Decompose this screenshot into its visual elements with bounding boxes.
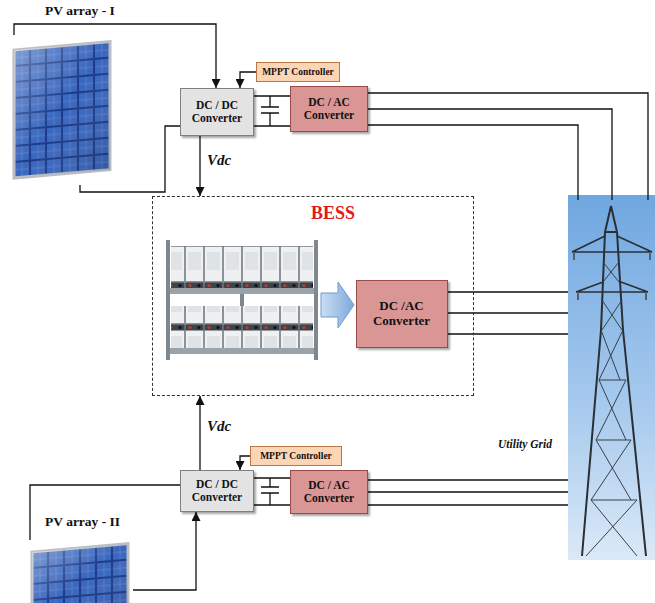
solar-panel (14, 42, 110, 178)
voltage-label: Vdc (207, 152, 231, 169)
solar-panel (32, 544, 128, 603)
wire-connector (254, 504, 290, 505)
wire-connector (368, 93, 648, 200)
wire-connector (448, 312, 569, 313)
wire-connector (199, 396, 200, 470)
wire-connector (30, 485, 180, 540)
node-label: PV array - I (45, 3, 115, 19)
wire-connector (240, 72, 256, 88)
node-label: DC / DC Converter (185, 478, 249, 504)
wire-connector (448, 291, 569, 292)
utility-grid: Utility Grid (568, 200, 652, 560)
wire-connector (368, 125, 578, 200)
wire-connector (254, 477, 290, 478)
converter-box: DC / AC Converter (290, 470, 368, 514)
wire-connector (448, 333, 569, 334)
wire-connector (14, 24, 216, 88)
capacitor-symbol (261, 96, 279, 126)
capacitor-symbol (261, 478, 279, 505)
node-label: PV array - II (45, 514, 120, 530)
node-label: DC / AC Converter (295, 96, 363, 122)
controller-box: MPPT Controller (250, 446, 342, 466)
wire-connector (368, 504, 568, 505)
controller-box: MPPT Controller (256, 62, 340, 82)
wire-connector (199, 136, 200, 196)
voltage-label: Vdc (207, 418, 231, 435)
converter-box: DC / DC Converter (180, 470, 254, 512)
pv-array: PV array - I (5, 35, 117, 185)
wire-connector (254, 125, 290, 126)
node-label: DC /AC Converter (361, 299, 443, 329)
node-label: DC / DC Converter (185, 99, 249, 125)
node-label: MPPT Controller (260, 451, 332, 462)
node-label: Utility Grid (498, 438, 552, 451)
converter-box: DC / AC Converter (290, 86, 368, 132)
wire-connector (80, 126, 180, 192)
converter-box: DC / DC Converter (180, 88, 254, 136)
wire-connector (368, 491, 568, 492)
transmission-tower (568, 195, 655, 560)
battery-rack (166, 240, 318, 360)
wire-connector (240, 456, 250, 470)
wire-connector (133, 512, 196, 590)
converter-box: DC /AC Converter (356, 280, 448, 348)
node-label: DC / AC Converter (295, 479, 363, 505)
wire-connector (254, 95, 290, 96)
bess-group: BESS DC /AC Converter (152, 196, 474, 396)
flow-arrow (321, 282, 354, 328)
wire-connector (368, 109, 612, 200)
node-label: MPPT Controller (262, 67, 334, 78)
pv-array: PV array - II (25, 540, 133, 603)
node-label: BESS (311, 203, 355, 224)
wire-connector (368, 479, 568, 480)
